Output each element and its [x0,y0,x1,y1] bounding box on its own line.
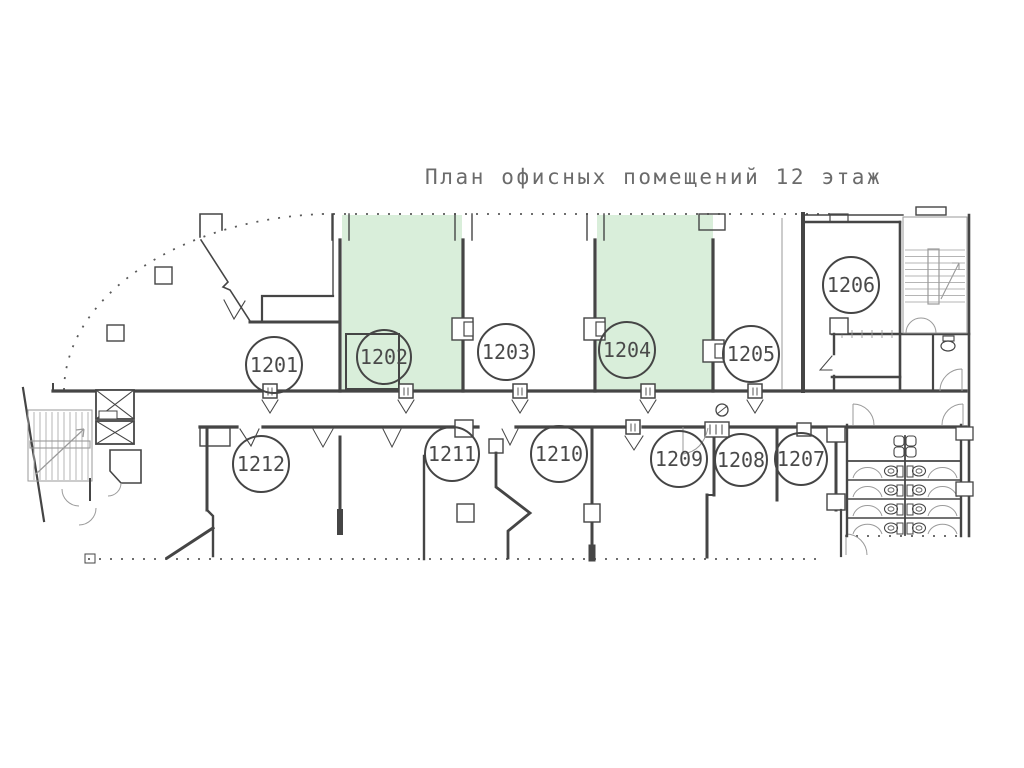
lower-room-walls [164,419,868,562]
door-marker [639,383,657,414]
room-1204-highlight [597,215,713,391]
room-number-label: 1207 [777,447,825,471]
room-1202-highlight [342,215,462,391]
right-staircase [902,206,968,334]
left-lobby [61,449,142,564]
room-number-circle [245,336,303,394]
sinks [893,435,917,458]
corridor-door-markers [261,383,764,451]
upper-wc [931,333,963,393]
door-marker [624,419,644,451]
room-number-circle [232,435,290,493]
room-label-group: 1210 [530,425,588,483]
room-number-circle [530,425,588,483]
room-number-label: 1201 [250,353,298,377]
room-number-circle [477,323,535,381]
room-label-group: 1204 [598,321,656,379]
room-label-group: 1201 [245,336,303,394]
highlighted-areas [342,215,713,391]
column [154,266,173,285]
room-number-label: 1208 [717,448,765,472]
room-1202-inner-wall [345,333,400,390]
door-marker [261,383,279,414]
room-label-group: 1206 [822,256,880,314]
column [106,324,125,342]
column [456,503,475,523]
room-number-circle [822,256,880,314]
room-number-label: 1205 [727,342,775,366]
room-number-label: 1203 [482,340,530,364]
corridor [51,383,968,429]
room-number-circle [650,430,708,488]
door-swing [312,428,334,449]
upper-room-walls [331,212,805,393]
room-number-label: 1206 [827,273,875,297]
door-marker [397,383,415,414]
zigzag-wall [494,451,533,560]
room-label-group: 1202 [356,329,412,385]
room-label-group: 1209 [650,430,708,488]
room-number-circle [714,433,768,487]
column-symbol [715,403,729,417]
toilet-stalls [852,465,958,535]
room-number-label: 1204 [603,338,651,362]
room-number-circle [722,325,780,383]
door-swing-1210 [501,428,519,447]
door-swing-1201 [223,299,246,321]
room-number-circle [774,432,828,486]
room-number-label: 1212 [237,452,285,476]
room-label-group: 1212 [232,435,290,493]
room-number-label: 1211 [428,442,476,466]
room-label-group: 1208 [714,433,768,487]
room-number-label: 1202 [360,345,408,369]
door-swing-1206 [818,355,833,371]
toilet-block [845,403,974,538]
door-marker [511,383,529,414]
facade-dashed-lines [63,213,962,560]
room-number-label: 1210 [535,442,583,466]
elevator-shafts [95,389,135,445]
room-label-group: 1205 [722,325,780,383]
room-number-circle [356,329,412,385]
left-staircase [21,386,93,523]
door-swing-1212 [239,428,260,448]
door-swing [382,428,402,449]
room-label-group: 1207 [774,432,828,486]
room-number-circle [424,426,480,482]
room-number-circle [598,321,656,379]
room-number-label: 1209 [655,447,703,471]
room-labels: 1201 1202 1203 1204 1205 1206 1207 1208 [232,256,880,493]
top-left-walls [106,213,342,342]
door-marker [746,383,764,414]
room-label-group: 1211 [424,426,480,482]
room-1206-walls [802,213,971,393]
room-label-group: 1203 [477,323,535,381]
page-title: План офисных помещений 12 этаж [425,165,882,189]
